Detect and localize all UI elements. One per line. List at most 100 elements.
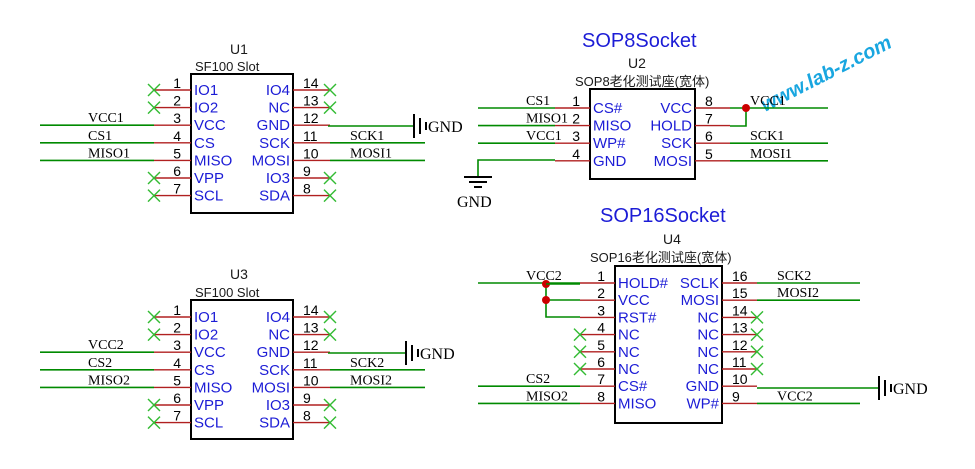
- u4-pin-11-no-connect: [750, 362, 764, 376]
- u4-pin-10-number: 10: [732, 371, 748, 387]
- u1-pin-1: 1 IO1: [147, 75, 218, 99]
- u3-net-label-MOSI2: MOSI2: [350, 373, 392, 388]
- u2-net-label-CS1: CS1: [526, 94, 550, 109]
- u1-pin-8-name: SDA: [259, 188, 290, 205]
- u1-pin-10-number: 10: [303, 145, 319, 161]
- u1-pin-6-name: VPP: [194, 170, 224, 187]
- u4-body: [614, 265, 723, 424]
- u3-pin-9-no-connect: [323, 398, 337, 412]
- u1-pin-13-name: NC: [268, 100, 290, 117]
- u4-pin-15-name: MOSI: [681, 292, 719, 309]
- u2-hold-tie: [730, 108, 747, 127]
- u4-gnd-label: GND: [893, 381, 928, 398]
- u2-pin-4-number: 4: [572, 146, 580, 162]
- u4-pin-10-name: GND: [686, 378, 720, 395]
- u4-pin-9: 9WP#VCC2: [686, 388, 860, 412]
- u4-pin-15-number: 15: [732, 285, 748, 301]
- u1-pin-1-name: IO1: [194, 82, 218, 99]
- u1-pin-2-number: 2: [173, 93, 181, 109]
- u3-pin-12-number: 12: [303, 337, 319, 353]
- u4-pin-12-name: NC: [697, 344, 719, 361]
- u1-pin-1-number: 1: [173, 75, 181, 91]
- u4-pin-6-name: NC: [618, 361, 640, 378]
- u3-pin-13-name: NC: [268, 327, 290, 344]
- u3-pin-12-name: GND: [257, 344, 291, 361]
- u4-pin-8-number: 8: [597, 388, 605, 404]
- u1-pin-9-name: IO3: [266, 170, 290, 187]
- u4-pin-14-number: 14: [732, 302, 748, 318]
- u1-pin-12-number: 12: [303, 110, 319, 126]
- u1-pin-2-name: IO2: [194, 100, 218, 117]
- u3-pin-7-no-connect: [147, 416, 161, 430]
- u2-pin-3-name: WP#: [593, 135, 626, 152]
- u1-pin-13-number: 13: [303, 93, 319, 109]
- u4-pin-13-no-connect: [750, 328, 764, 342]
- u4-pin-5-number: 5: [597, 337, 605, 353]
- u4-pin-13-name: NC: [697, 327, 719, 344]
- u3-ground-symbol: [405, 341, 419, 365]
- u4-pin-13-number: 13: [732, 320, 748, 336]
- u2-junction-dot: [742, 104, 750, 112]
- u1-pin-14-name: IO4: [266, 82, 290, 99]
- u2-pin-2-number: 2: [572, 111, 580, 127]
- u1-pin-13: 13 NC: [268, 93, 337, 117]
- u3-value: SF100 Slot: [195, 285, 260, 300]
- u2-pin-2-name: MISO: [593, 118, 631, 135]
- u1-pin-9-no-connect: [323, 171, 337, 185]
- u4-pin-7-number: 7: [597, 371, 605, 387]
- u3-pin-10-name: MOSI: [252, 379, 290, 396]
- u4-pin-4-name: NC: [618, 327, 640, 344]
- u1-pin-13-no-connect: [323, 101, 337, 115]
- u3-pin-2-number: 2: [173, 320, 181, 336]
- u2-net-label-VCC1: VCC1: [750, 94, 786, 109]
- u1-pin-3-name: VCC: [194, 117, 226, 134]
- u3-gnd-label: GND: [420, 346, 455, 363]
- u3-pin-11-number: 11: [303, 355, 318, 371]
- sop16-socket-title: SOP16Socket: [600, 205, 726, 227]
- u4-pin-1-name: HOLD#: [618, 275, 669, 292]
- u1-value: SF100 Slot: [195, 59, 260, 74]
- u1-pin-8-no-connect: [323, 189, 337, 203]
- u1-ref: U1: [230, 41, 248, 57]
- u4-pin-1-number: 1: [597, 268, 605, 284]
- u2-pin-3-number: 3: [572, 128, 580, 144]
- u3-pin-8-name: SDA: [259, 415, 290, 432]
- u4-pin-6: 6 NC: [573, 354, 640, 378]
- u3-pin-7-name: SCL: [194, 415, 223, 432]
- u4-value: SOP16老化测试座(宽体): [590, 250, 732, 265]
- u1-gnd-label: GND: [428, 119, 463, 136]
- u1-net-label-MOSI1: MOSI1: [350, 146, 392, 161]
- u4-pin-12-number: 12: [732, 337, 748, 353]
- u2-pin-6-number: 6: [705, 128, 713, 144]
- u3-pin-14-name: IO4: [266, 309, 290, 326]
- u2-ground-symbol: [464, 176, 492, 188]
- u4-pin-6-number: 6: [597, 354, 605, 370]
- u4-vcc-tie: [545, 284, 580, 318]
- u3-pin-6-name: VPP: [194, 397, 224, 414]
- u1-pin-11-number: 11: [303, 128, 318, 144]
- u3-pin-4-name: CS: [194, 362, 215, 379]
- u3-pin-5-number: 5: [173, 372, 181, 388]
